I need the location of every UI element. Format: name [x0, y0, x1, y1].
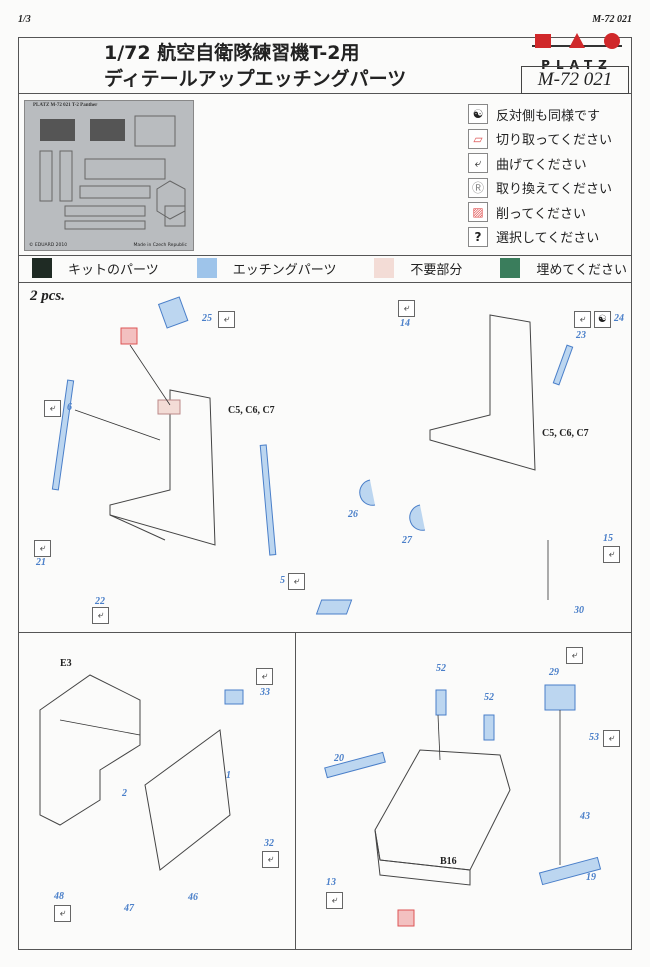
- part-15: 15: [603, 533, 613, 544]
- bend-icon: ⤶: [288, 573, 305, 590]
- color-label: エッチングパーツ: [232, 262, 337, 278]
- cut-icon: ▱: [468, 128, 488, 149]
- bend-icon: ⤶: [468, 153, 488, 174]
- symbol-replace: Ⓡ 取り換えてください: [468, 176, 612, 201]
- part-6: 6: [67, 402, 72, 413]
- bend-icon: ⤶: [256, 668, 273, 685]
- color-legend: キットのパーツ エッチングパーツ 不要部分 埋めてください: [32, 258, 627, 278]
- yin-yang-icon: ☯: [594, 311, 611, 328]
- part-24: 24: [614, 313, 624, 324]
- kit-ref-e3: E3: [60, 658, 72, 669]
- bend-icon: ⤶: [566, 647, 583, 664]
- symbol-legend: ☯ 反対側も同様です ▱ 切り取ってください ⤶ 曲げてください Ⓡ 取り換えてください…: [468, 102, 612, 249]
- replace-icon: Ⓡ: [468, 177, 488, 198]
- bend-icon: ⤶: [262, 851, 279, 868]
- photo-etch-fret-image: PLATZ M-72 021 T-2 Panther © EDUARD 2010…: [24, 100, 194, 251]
- fret-caption: PLATZ M-72 021 T-2 Panther: [33, 103, 98, 108]
- part-53: 53: [589, 732, 599, 743]
- part-25: 25: [202, 313, 212, 324]
- part-29: 29: [549, 667, 559, 678]
- bend-icon: ⤶: [326, 892, 343, 909]
- color-label: キットのパーツ: [68, 262, 159, 278]
- part-26: 26: [348, 509, 358, 520]
- page-number: 1/3: [18, 14, 31, 25]
- symbol-mirror: ☯ 反対側も同様です: [468, 102, 612, 127]
- question-icon: ?: [468, 226, 488, 247]
- swatch-icon: [500, 258, 521, 278]
- bend-icon: ⤶: [603, 730, 620, 747]
- symbol-label: 反対側も同様です: [496, 108, 601, 124]
- sheet-frame: [18, 37, 632, 950]
- part-27: 27: [402, 535, 412, 546]
- page-title: 1/72 航空自衛隊練習機T-2用 ディテールアップエッチングパーツ: [104, 40, 406, 92]
- title-line-1: 1/72 航空自衛隊練習機T-2用: [104, 42, 360, 64]
- bend-icon: ⤶: [92, 607, 109, 624]
- bend-icon: ⤶: [603, 546, 620, 563]
- part-20: 20: [334, 753, 344, 764]
- symbol-label: 選択してください: [496, 231, 600, 247]
- color-remove: 不要部分: [374, 258, 462, 278]
- yin-yang-icon: ☯: [468, 104, 488, 125]
- part-19: 19: [586, 872, 596, 883]
- fret-origin: Made in Czech Republic: [133, 243, 188, 248]
- kit-ref-left: C5, C6, C7: [228, 405, 275, 416]
- symbol-bend: ⤶ 曲げてください: [468, 151, 612, 176]
- fret-copyright: © EDUARD 2010: [29, 243, 68, 248]
- part-2: 2: [122, 788, 127, 799]
- color-label: 埋めてください: [536, 262, 627, 278]
- part-47: 47: [124, 903, 134, 914]
- sand-icon: ▨: [468, 202, 488, 223]
- bend-icon: ⤶: [44, 400, 61, 417]
- color-label: 不要部分: [410, 262, 463, 278]
- part-30: 30: [574, 605, 584, 616]
- part-32: 32: [264, 838, 274, 849]
- symbol-sand: ▨ 削ってください: [468, 200, 612, 225]
- part-21: 21: [36, 557, 46, 568]
- part-48: 48: [54, 891, 64, 902]
- part-1: 1: [226, 770, 231, 781]
- color-fill: 埋めてください: [500, 258, 627, 278]
- swatch-icon: [374, 258, 395, 278]
- color-etch-parts: エッチングパーツ: [196, 258, 337, 278]
- part-52a: 52: [436, 663, 446, 674]
- bend-icon: ⤶: [34, 540, 51, 557]
- part-14: 14: [400, 318, 410, 329]
- color-kit-parts: キットのパーツ: [32, 258, 159, 278]
- bend-icon: ⤶: [574, 311, 591, 328]
- part-43: 43: [580, 811, 590, 822]
- brand-name: PLATZ: [541, 58, 613, 72]
- bend-icon: ⤶: [218, 311, 235, 328]
- fret-parts-icon: [39, 115, 186, 230]
- bend-icon: ⤶: [54, 905, 71, 922]
- part-13: 13: [326, 877, 336, 888]
- logo-shapes-icon: [532, 33, 622, 49]
- part-23: 23: [576, 330, 586, 341]
- kit-ref-b16: B16: [440, 856, 457, 867]
- part-46: 46: [188, 892, 198, 903]
- part-5: 5: [280, 575, 285, 586]
- swatch-icon: [196, 258, 217, 278]
- bend-icon: ⤶: [398, 300, 415, 317]
- symbol-cut: ▱ 切り取ってください: [468, 127, 612, 152]
- product-code: M-72 021: [521, 66, 629, 94]
- symbol-label: 取り換えてください: [496, 182, 612, 198]
- part-33: 33: [260, 687, 270, 698]
- platz-logo: PLATZ: [527, 30, 627, 72]
- title-line-2: ディテールアップエッチングパーツ: [104, 68, 407, 90]
- swatch-icon: [32, 258, 52, 278]
- symbol-label: 曲げてください: [496, 157, 587, 173]
- quantity-label: 2 pcs.: [30, 288, 65, 304]
- symbol-label: 切り取ってください: [496, 133, 612, 149]
- symbol-label: 削ってください: [496, 206, 586, 222]
- code-top: M-72 021: [592, 14, 632, 25]
- kit-ref-right: C5, C6, C7: [542, 428, 589, 439]
- part-22: 22: [95, 596, 105, 607]
- symbol-choose: ? 選択してください: [468, 225, 612, 250]
- part-52b: 52: [484, 692, 494, 703]
